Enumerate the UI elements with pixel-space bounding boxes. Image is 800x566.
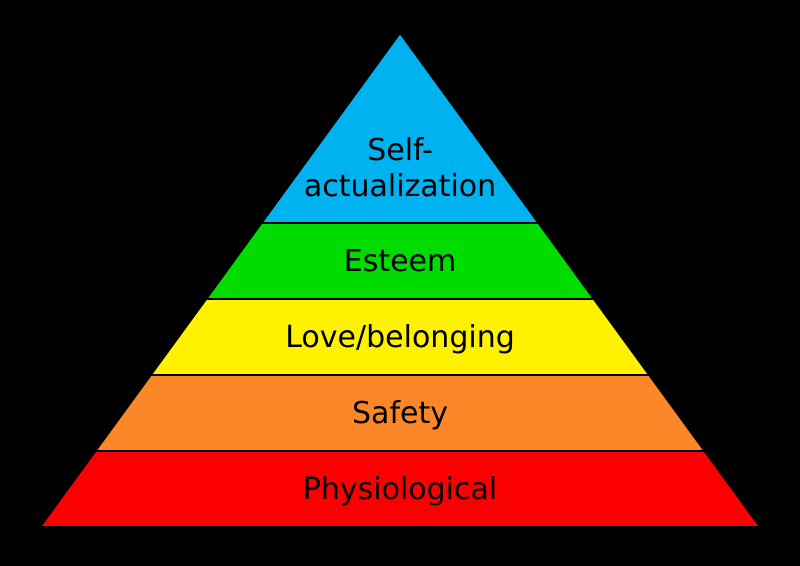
pyramid-label-line: Physiological bbox=[303, 472, 497, 507]
pyramid-label-self-actualization: Self-actualization bbox=[304, 133, 496, 204]
pyramid-level-physiological bbox=[38, 450, 762, 528]
pyramid-label-line: Self- bbox=[367, 133, 433, 168]
pyramid-label-esteem: Esteem bbox=[344, 244, 457, 279]
pyramid-label-line: actualization bbox=[304, 169, 496, 204]
pyramid-label-love-belonging: Love/belonging bbox=[285, 320, 515, 355]
pyramid-label-line: Safety bbox=[352, 396, 448, 431]
pyramid-label-line: Esteem bbox=[344, 244, 457, 279]
pyramid-label-physiological: Physiological bbox=[303, 472, 497, 507]
pyramid-label-line: Love/belonging bbox=[285, 320, 515, 355]
pyramid-label-safety: Safety bbox=[352, 396, 448, 431]
